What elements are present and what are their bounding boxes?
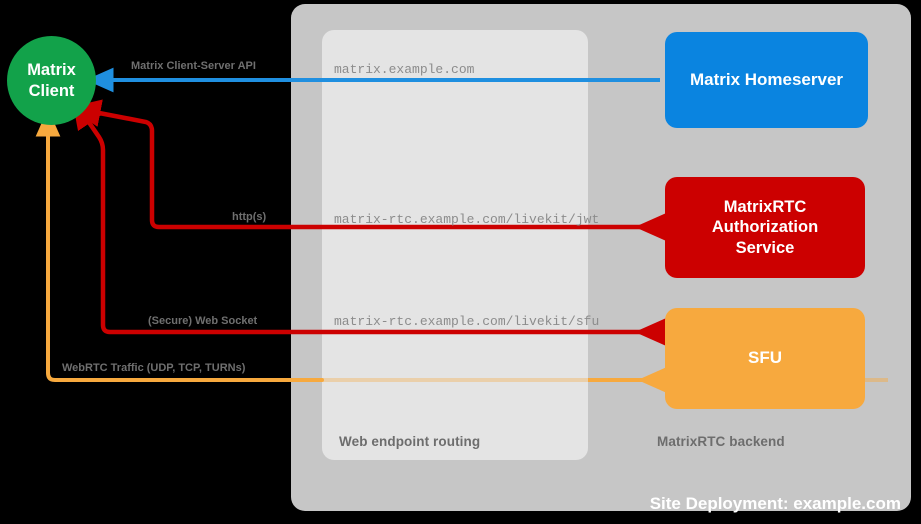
- node-matrix-client[interactable]: Matrix Client: [7, 36, 96, 125]
- endpoint-label-livekit-jwt: matrix-rtc.example.com/livekit/jwt: [334, 212, 600, 227]
- node-sfu[interactable]: SFU: [665, 308, 865, 409]
- flow-label-https: http(s): [232, 211, 267, 223]
- node-matrixrtc-authorization-service[interactable]: MatrixRTC Authorization Service: [665, 177, 865, 278]
- endpoint-label-livekit-sfu: matrix-rtc.example.com/livekit/sfu: [334, 314, 600, 329]
- flow-label-client-server-api: Matrix Client-Server API: [131, 60, 256, 72]
- flow-label-webrtc: WebRTC Traffic (UDP, TCP, TURNs): [62, 362, 246, 374]
- flow-label-websocket: (Secure) Web Socket: [148, 315, 258, 327]
- node-matrix-client-label: Matrix Client: [27, 61, 76, 100]
- site-deployment-label: Site Deployment: example.com: [649, 494, 901, 513]
- endpoint-label-matrix: matrix.example.com: [334, 62, 475, 77]
- panel-web-endpoint-routing-label: Web endpoint routing: [339, 434, 481, 449]
- node-matrix-homeserver-label: Matrix Homeserver: [689, 69, 844, 89]
- node-sfu-label: SFU: [748, 348, 782, 368]
- flow-secure-websocket: [71, 97, 667, 346]
- node-matrixrtc-authorization-service-label: MatrixRTC Authorization Service: [711, 198, 819, 257]
- node-matrix-homeserver[interactable]: Matrix Homeserver: [665, 32, 868, 128]
- flow-https-jwt: [69, 99, 667, 241]
